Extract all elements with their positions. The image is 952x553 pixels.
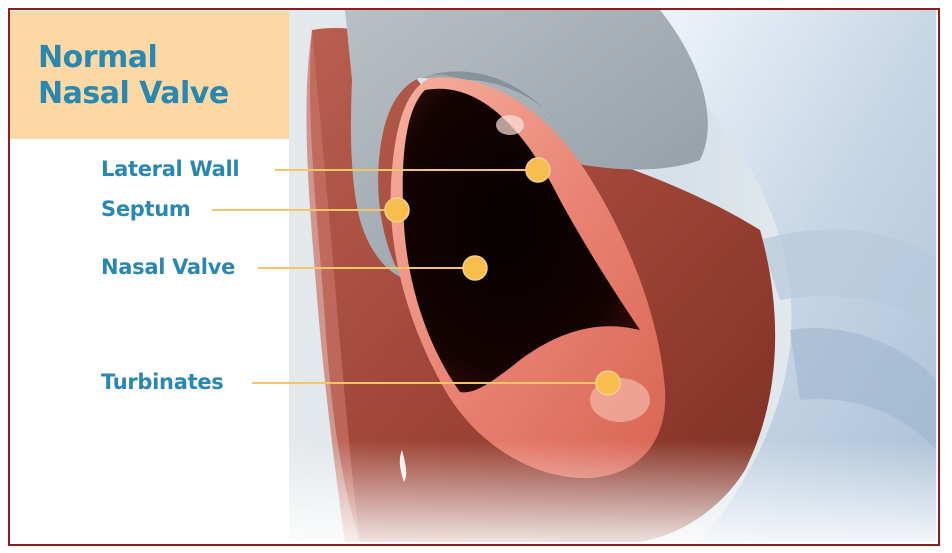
- label-lateral-wall: Lateral Wall: [101, 157, 239, 181]
- label-septum: Septum: [101, 197, 190, 221]
- title-box: Normal Nasal Valve: [10, 11, 289, 139]
- title-line-2: Nasal Valve: [38, 77, 229, 111]
- label-turbinates: Turbinates: [101, 370, 223, 394]
- title-line-1: Normal: [38, 41, 157, 75]
- label-nasal-valve: Nasal Valve: [101, 255, 235, 279]
